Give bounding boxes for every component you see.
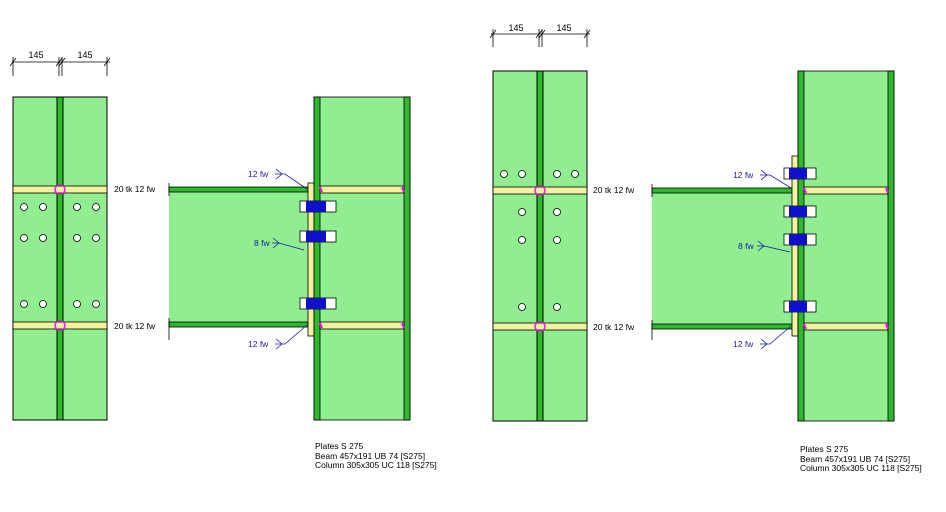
beam-bottom-flange: [168, 321, 309, 328]
beam-bottom-flange: [651, 323, 793, 330]
stiffener-label-bottom: 20 tk 12 fw: [114, 321, 156, 331]
notes-line-beam: Beam 457x191 UB 74 [S275]: [800, 453, 911, 464]
dimension-line: [489, 29, 591, 47]
weld-label-top: 12 fw: [248, 169, 269, 179]
notes-line-beam: Beam 457x191 UB 74 [S275]: [315, 450, 426, 461]
stiffener-weld-marks: [319, 186, 405, 329]
right-column-face-view: 145 145: [489, 23, 591, 422]
beam-web: [652, 188, 792, 329]
column-stiffener-bottom: [319, 321, 405, 330]
stiffener-welds: [534, 185, 546, 332]
left-column-face-view: 145 145: [9, 50, 111, 421]
column-stiffener-top: [319, 185, 405, 194]
dimension-label-1: 145: [508, 23, 523, 33]
notes-line-plates: Plates S 275: [800, 444, 849, 454]
bolt-rows: [783, 167, 817, 313]
bolt-rows: [299, 200, 337, 310]
weld-label-bottom: 12 fw: [733, 339, 754, 349]
weld-label-mid: 8 fw: [738, 241, 754, 251]
right-side-elevation: 12 fw 8 fw 12 fw: [651, 70, 895, 422]
notes-line-column: Column 305x305 UC 118 [S275]: [315, 460, 437, 470]
stiffener-label-bottom: 20 tk 12 fw: [593, 322, 635, 332]
column-stiffener-bottom: [803, 322, 889, 331]
weld-label-mid: 8 fw: [254, 238, 270, 248]
notes-line-column: Column 305x305 UC 118 [S275]: [800, 463, 922, 473]
column-web-line: [56, 96, 64, 421]
material-notes-right: Plates S 275 Beam 457x191 UB 74 [S275] C…: [800, 444, 922, 474]
beam-web: [169, 187, 308, 327]
beam-top-flange: [168, 186, 309, 193]
column-section: [797, 70, 895, 422]
notes-line-plates: Plates S 275: [315, 441, 364, 451]
column-stiffener-top: [803, 186, 889, 195]
stiffener-weld-marks: [803, 187, 889, 330]
dimension-label-2: 145: [77, 50, 92, 60]
column-section: [313, 96, 411, 421]
stiffener-top: [492, 186, 588, 195]
dimension-line: [9, 57, 111, 76]
weld-leaders: [757, 169, 792, 350]
stiffener-top: [12, 185, 108, 194]
weld-leaders: [272, 168, 308, 350]
column-flange-right: [403, 96, 411, 421]
weld-label-top: 12 fw: [733, 170, 754, 180]
beam-top-flange: [651, 187, 793, 194]
stiffener-label-top: 20 tk 12 fw: [593, 185, 635, 195]
material-notes-left: Plates S 275 Beam 457x191 UB 74 [S275] C…: [315, 441, 437, 471]
dimension-label-2: 145: [556, 23, 571, 33]
left-side-elevation: 12 fw 8 fw 12 fw: [168, 96, 411, 421]
bolt-holes: [500, 170, 579, 311]
stiffener-welds: [54, 184, 66, 331]
stiffener-bottom: [492, 322, 588, 331]
dimension-label-1: 145: [28, 50, 43, 60]
bolt-holes: [20, 203, 100, 308]
stiffener-bottom: [12, 321, 108, 330]
column-flange-right: [887, 70, 895, 422]
column-flange-left: [797, 70, 805, 422]
column-web-line: [536, 70, 544, 422]
weld-label-bottom: 12 fw: [248, 339, 269, 349]
stiffener-label-top: 20 tk 12 fw: [114, 184, 156, 194]
column-flange-left: [313, 96, 321, 421]
